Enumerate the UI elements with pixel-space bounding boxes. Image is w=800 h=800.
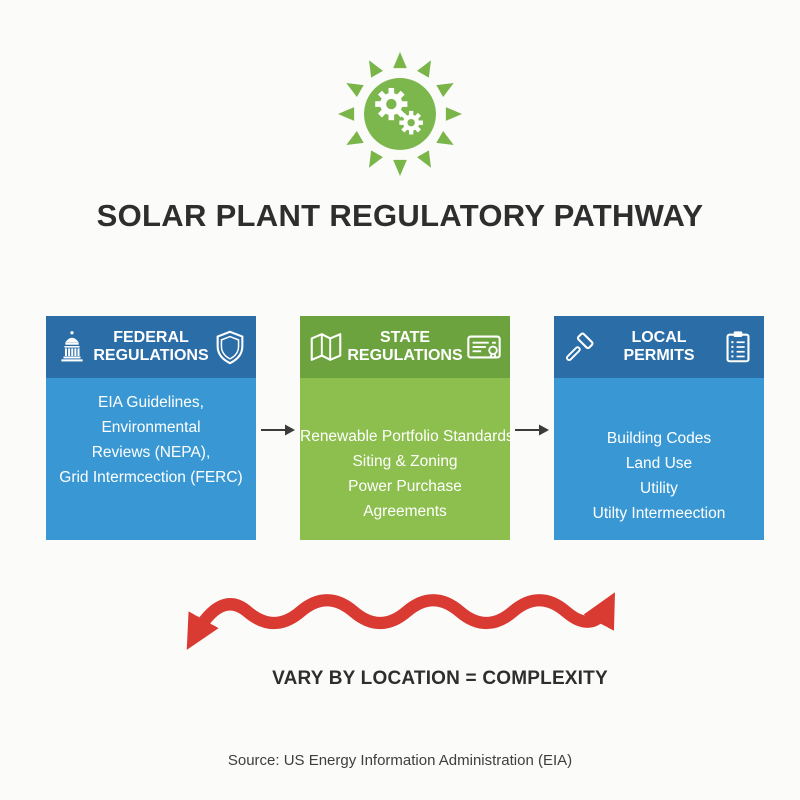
state-regulations-box: STATE REGULATIONS Renewable Portfolio St…	[300, 316, 514, 540]
regulatory-boxes-row: FEDERAL REGULATIONS EIA Guidelines, Envi…	[46, 316, 764, 540]
shield-icon	[211, 328, 249, 366]
capitol-icon	[53, 328, 91, 366]
vary-by-location-label: VARY BY LOCATION = COMPLEXITY	[272, 668, 608, 689]
state-line: Siting & Zoning	[352, 453, 458, 470]
clipboard-icon	[719, 328, 757, 366]
state-box-body: Renewable Portfolio Standards Siting & Z…	[300, 378, 514, 540]
source-attribution: Source: US Energy Information Administra…	[227, 752, 573, 769]
map-icon	[307, 328, 345, 366]
state-line: Renewable Portfolio Standards	[300, 428, 514, 445]
federal-line: Reviews (NEPA),	[91, 444, 211, 461]
local-box-header: LOCAL PERMITS	[554, 316, 764, 378]
local-permits-box: LOCAL PERMITS	[554, 316, 764, 540]
local-line: Utilty Intermeection	[592, 505, 726, 522]
state-line: Agreements	[363, 503, 447, 520]
federal-regulations-box: FEDERAL REGULATIONS EIA Guidelines, Envi…	[46, 316, 256, 540]
gear-large-icon	[375, 87, 408, 121]
local-line: Utility	[640, 480, 678, 497]
sun-rays	[338, 52, 462, 176]
state-box-title: STATE REGULATIONS	[347, 328, 463, 364]
right-arrow-state-to-local	[510, 423, 554, 437]
local-box-body: Building Codes Land Use Utility Utilty I…	[554, 378, 764, 540]
state-line: Power Purchase	[348, 478, 462, 495]
local-box-title: LOCAL PERMITS	[623, 328, 695, 364]
federal-line: EIA Guidelines,	[98, 394, 204, 411]
federal-line: Environmental	[101, 419, 201, 436]
page-title: SOLAR PLANT REGULATORY PATHWAY	[96, 198, 704, 233]
federal-box-title: FEDERAL REGULATIONS	[93, 328, 209, 364]
sun-gears-icon	[338, 52, 462, 176]
double-headed-wavy-arrow	[164, 584, 638, 662]
federal-box-body: EIA Guidelines, Environmental Reviews (N…	[46, 378, 256, 540]
local-line: Building Codes	[606, 430, 712, 447]
right-arrow-federal-to-state	[256, 423, 300, 437]
local-line: Land Use	[625, 455, 693, 472]
gavel-icon	[561, 328, 599, 366]
certificate-icon	[465, 328, 503, 366]
federal-line: Grid Intermcection (FERC)	[59, 469, 243, 486]
state-box-header: STATE REGULATIONS	[300, 316, 510, 378]
federal-box-header: FEDERAL REGULATIONS	[46, 316, 256, 378]
gear-small-icon	[399, 110, 423, 135]
